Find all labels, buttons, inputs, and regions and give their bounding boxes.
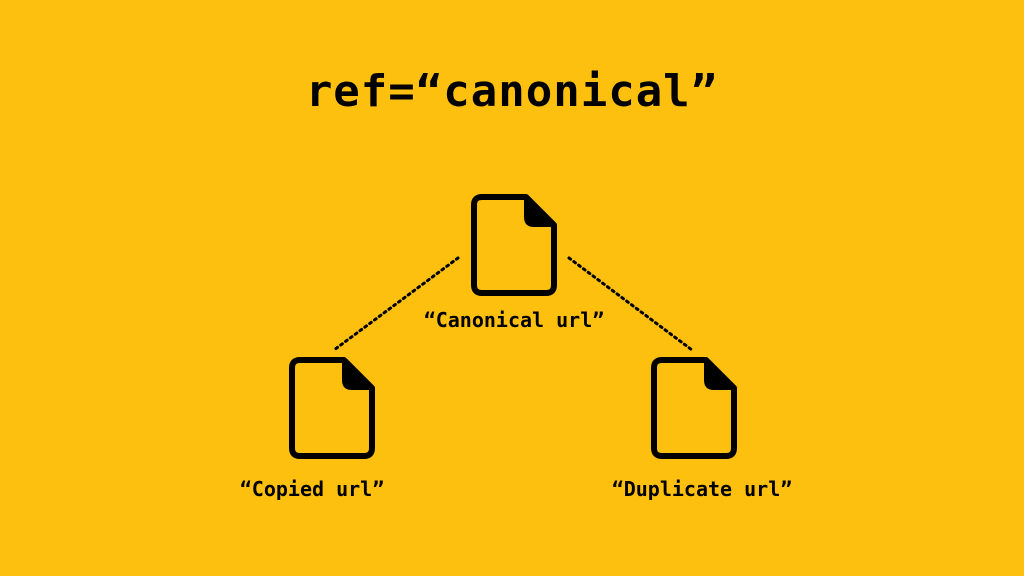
canonical-document-icon (471, 194, 557, 296)
duplicate-document-icon (651, 357, 737, 459)
edge-canonical-to-duplicate (567, 256, 694, 352)
canonical-url-label: “Canonical url” (423, 308, 605, 332)
page-title: ref=“canonical” (305, 66, 719, 117)
copied-url-label: “Copied url” (239, 477, 385, 501)
duplicate-url-label: “Duplicate url” (611, 477, 793, 501)
edge-canonical-to-copied (332, 256, 460, 352)
copied-document-icon (289, 357, 375, 459)
